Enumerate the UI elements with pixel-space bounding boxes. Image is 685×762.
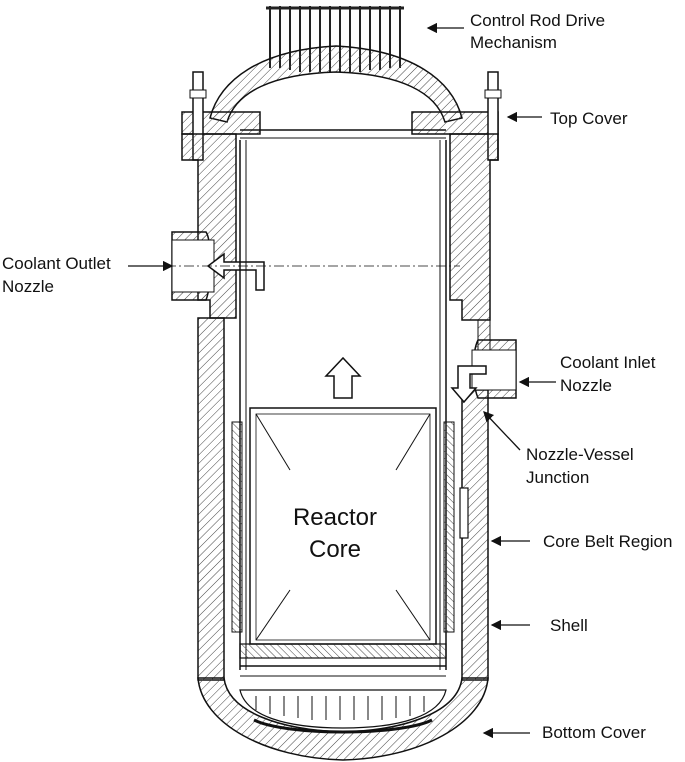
label-coolant-outlet-line1: Coolant Outlet <box>2 254 111 273</box>
leader-nozzle-vessel <box>483 411 521 451</box>
label-nozzle-vessel-line2: Junction <box>526 468 590 487</box>
label-coolant-inlet-line1: Coolant Inlet <box>560 353 656 372</box>
label-control-rod-line2: Mechanism <box>470 33 557 52</box>
label-shell: Shell <box>550 616 588 635</box>
label-top-cover: Top Cover <box>550 109 628 128</box>
core-barrel <box>130 140 469 670</box>
label-control-rod-line1: Control Rod Drive <box>470 11 606 30</box>
label-reactor-core-line2: Core <box>308 536 362 563</box>
top-cover <box>181 45 502 161</box>
lower-core-support <box>239 643 447 734</box>
label-coolant-inlet-line2: Nozzle <box>560 376 612 395</box>
reactor-core <box>249 356 437 645</box>
leader-arrows <box>128 22 556 739</box>
label-nozzle-vessel-line1: Nozzle-Vessel <box>526 445 634 464</box>
coolant-inlet-nozzle <box>450 339 517 404</box>
label-coolant-outlet-line2: Nozzle <box>2 277 54 296</box>
label-reactor-core-line1: Reactor <box>292 504 378 531</box>
label-bottom-cover: Bottom Cover <box>542 723 646 742</box>
label-core-belt: Core Belt Region <box>543 532 673 551</box>
